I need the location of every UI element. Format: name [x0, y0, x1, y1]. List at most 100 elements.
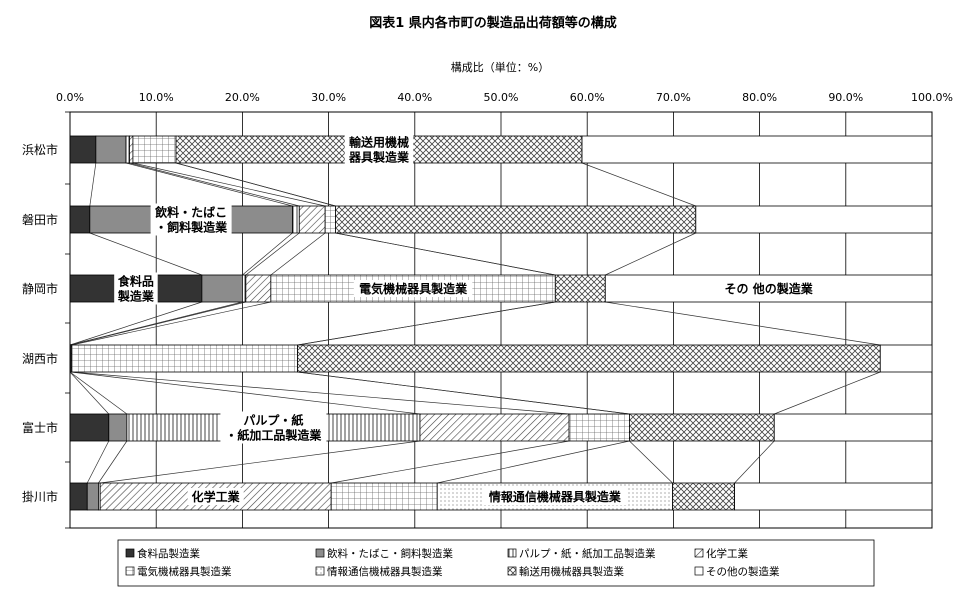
bar-segment [291, 205, 300, 234]
bar-segment [629, 413, 775, 442]
annotation-text: 食料品 [117, 274, 154, 289]
bar-segment [71, 344, 298, 373]
annotation-background [353, 280, 473, 297]
bar-segment [297, 344, 881, 373]
legend-label: その他の製造業 [706, 565, 780, 578]
legend-box [117, 539, 875, 587]
annotation-text: ・紙加工品製造業 [225, 428, 322, 443]
annotation-background [150, 203, 232, 236]
legend-label: 情報通信機械器具製造業 [327, 565, 443, 578]
series-connector-line [774, 371, 881, 415]
bar-segment [125, 135, 130, 164]
x-tick-label: 50.0% [484, 91, 519, 104]
series-connector-line [242, 232, 293, 276]
series-connector-line [125, 162, 293, 207]
series-connector-line [89, 162, 97, 207]
legend-label: 電気機械器具製造業 [137, 565, 232, 578]
legend-swatch [694, 566, 704, 576]
annotation-text: 飲料・たばこ [154, 205, 227, 220]
series-connector-line [331, 440, 570, 484]
segment-annotation: 輸送用機械器具製造業 [344, 133, 414, 166]
bar-segment [419, 413, 570, 442]
x-tick-label: 20.0% [225, 91, 260, 104]
bar-segment [69, 482, 88, 511]
segment-annotation: 食料品製造業 [114, 272, 158, 305]
segment-annotation: その 他の製造業 [715, 280, 822, 297]
legend-entry: 食料品製造業 [125, 547, 200, 560]
legend-swatch [507, 548, 517, 558]
bar-segment [69, 135, 97, 164]
annotation-text: 製造業 [117, 289, 155, 304]
category-label: 磐田市 [22, 212, 58, 227]
annotation-text: 化学工業 [192, 489, 241, 504]
legend-entry: 飲料・たばこ・飼料製造業 [315, 547, 453, 560]
bar-segment [335, 205, 697, 234]
legend-label: パルプ・紙・紙加工品製造業 [519, 547, 656, 560]
segment-annotation: 情報通信機械器具製造業 [483, 488, 627, 505]
annotation-background [220, 411, 327, 444]
bar-segment [879, 344, 933, 373]
series-connector-line [71, 371, 570, 415]
series-connector-line [297, 371, 630, 415]
annotation-text: 情報通信機械器具製造業 [489, 489, 622, 504]
annotation-text: 電気機械器具製造業 [359, 281, 468, 296]
legend-entry: パルプ・紙・紙加工品製造業 [507, 547, 656, 560]
category-label: 湖西市 [22, 351, 58, 366]
series-connector-line [175, 162, 336, 207]
bar-segment [245, 274, 272, 303]
x-tick-label: 100.0% [911, 91, 953, 104]
bar-segment [69, 413, 110, 442]
legend-label: 食料品製造業 [137, 547, 200, 560]
category-label: 掛川市 [22, 489, 58, 504]
series-connector-line [297, 301, 556, 346]
x-tick-label: 90.0% [828, 91, 863, 104]
bar-segment [69, 205, 91, 234]
series-connector-line [629, 440, 673, 484]
bar-segment [298, 205, 326, 234]
category-label: 富士市 [22, 420, 58, 435]
legend-entry: その他の製造業 [694, 565, 780, 578]
annotation-text: ・飼料製造業 [155, 220, 228, 235]
annotation-text: その 他の製造業 [725, 281, 814, 296]
x-tick-label: 80.0% [742, 91, 777, 104]
series-connector-line [335, 232, 556, 276]
series-connector-line [605, 301, 881, 346]
annotation-text: 器具製造業 [348, 150, 410, 165]
legend-entry: 輸送用機械器具製造業 [507, 565, 624, 578]
annotation-text: パルプ・紙 [243, 413, 303, 428]
bar-segment [108, 413, 128, 442]
legend-swatch [315, 548, 325, 558]
series-connector-line [605, 232, 696, 276]
bar-segment [695, 205, 933, 234]
x-tick-label: 10.0% [139, 91, 174, 104]
series-connector-line [132, 162, 326, 207]
bar-segment [604, 274, 933, 303]
annotation-background [483, 488, 627, 505]
x-axis-title: 構成比（単位：%） [451, 60, 549, 74]
series-connector-line [70, 371, 421, 415]
x-tick-label: 30.0% [311, 91, 346, 104]
annotation-background [715, 280, 822, 297]
series-connector-line [98, 440, 128, 484]
legend-swatch [694, 548, 704, 558]
bar-segment [734, 482, 933, 511]
x-tick-label: 60.0% [570, 91, 605, 104]
bar-segment [773, 413, 933, 442]
series-connector-line [129, 162, 300, 207]
legend-swatch [125, 548, 135, 558]
legend-entry: 情報通信機械器具製造業 [315, 565, 443, 578]
bar-segment [330, 482, 438, 511]
legend-label: 飲料・たばこ・飼料製造業 [327, 547, 453, 560]
legend-label: 輸送用機械器具製造業 [519, 565, 624, 578]
legend-entry: 電気機械器具製造業 [125, 565, 232, 578]
x-tick-label: 70.0% [656, 91, 691, 104]
bar-segment [129, 135, 134, 164]
chart-title: 図表1 県内各市町の製造品出荷額等の構成 [369, 15, 617, 31]
bar-segment [554, 274, 606, 303]
annotation-background [344, 133, 414, 166]
bar-segment [241, 274, 247, 303]
legend-swatch [125, 566, 135, 576]
segment-annotation: 飲料・たばこ・飼料製造業 [150, 203, 232, 236]
category-label: 静岡市 [22, 281, 58, 296]
